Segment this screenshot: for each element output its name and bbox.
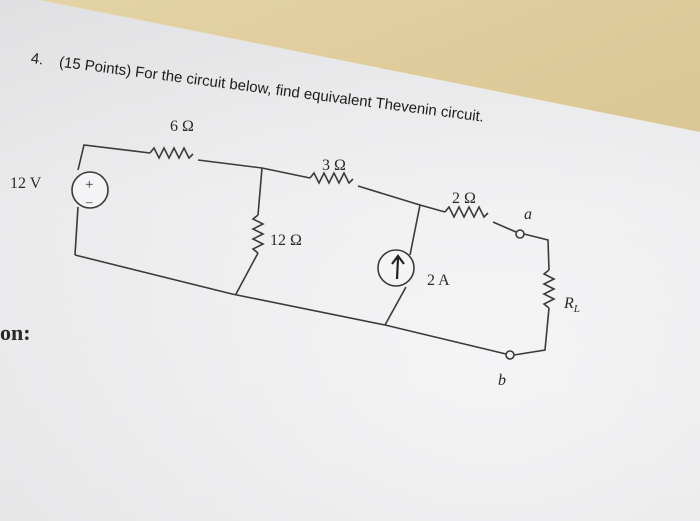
wire-12ohm-down: [235, 252, 259, 295]
wire-6-to-node1: [197, 159, 263, 169]
wire-source-down: [74, 206, 79, 256]
resistor-load: [542, 269, 556, 309]
wire-bottom: [74, 254, 507, 355]
wire-node1-to-3ohm: [261, 167, 311, 179]
source-minus: –: [85, 194, 93, 209]
label-12ohm: 12 Ω: [270, 232, 302, 249]
current-arrow-icon: [391, 254, 405, 280]
label-2ohm: 2 Ω: [452, 190, 476, 207]
resistor-12ohm: [251, 214, 265, 254]
label-terminal-a: a: [524, 206, 532, 223]
label-3ohm: 3 Ω: [322, 157, 346, 174]
voltage-source: [71, 171, 109, 209]
wire-2ohm-to-a: [492, 221, 517, 233]
partial-label: on:: [0, 320, 31, 345]
wire-node1-down: [257, 167, 263, 216]
current-source: [377, 249, 415, 287]
wire-isrc-down: [384, 286, 407, 326]
label-rl-sub: L: [573, 303, 580, 315]
wire-3ohm-to-node2: [357, 185, 421, 206]
label-2a: 2 A: [427, 272, 450, 289]
wire-a-to-load: [523, 233, 550, 271]
source-plus: +: [85, 177, 93, 193]
label-rl: RL: [563, 295, 580, 315]
label-12v: 12 V: [10, 175, 42, 192]
terminal-a-node: [515, 229, 525, 239]
wire-node2-down: [409, 204, 421, 256]
wire-node2-to-2ohm: [419, 204, 446, 213]
resistor-6ohm: [149, 146, 194, 160]
resistor-2ohm: [444, 205, 489, 219]
label-6ohm: 6 Ω: [170, 118, 194, 135]
label-terminal-b: b: [498, 372, 506, 389]
wire-left-top: [77, 144, 151, 171]
resistor-3ohm: [309, 171, 354, 185]
wire-load-to-b: [513, 307, 550, 356]
terminal-b-node: [505, 350, 515, 360]
